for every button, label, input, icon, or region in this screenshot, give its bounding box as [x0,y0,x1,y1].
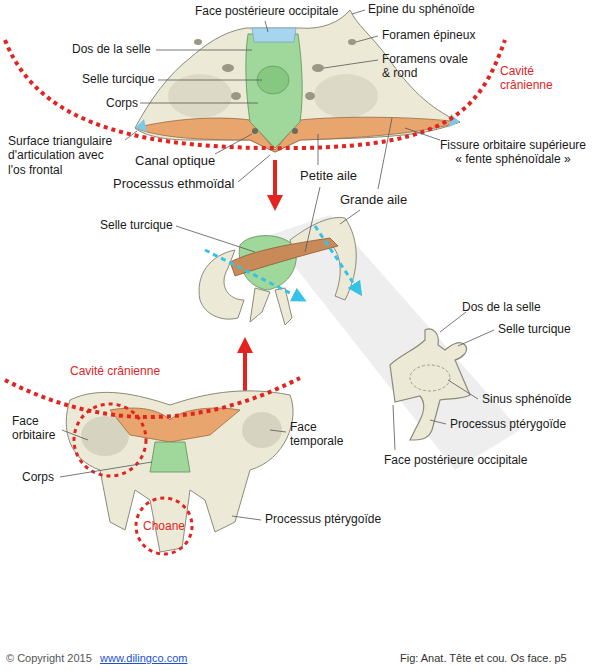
cranial-cavity-boundary [5,378,300,417]
leader-line [176,226,255,252]
foramen [194,39,202,45]
foramen [348,39,356,45]
part-label: Selle turcique [82,72,155,86]
leader-line [378,118,392,189]
view-arrow [243,345,247,392]
website-link: www.dilingco.com [100,652,187,665]
sphenoid-sinus [410,365,450,391]
part-label: Face postérieure occipitale [195,4,338,18]
part-label: Surface triangulaire d'articulation avec… [8,134,123,177]
orbit-highlight [74,404,146,476]
region-label: Cavité crânienne [500,64,562,93]
leader-line [60,462,152,477]
foramen [305,92,315,100]
sphenoid-body [246,34,302,148]
leader-line [158,80,262,81]
part-label: Selle turcique [100,218,173,232]
part-label: Selle turcique [498,322,571,336]
posterior-face [252,28,296,42]
part-label: Foramens ovale & rond [382,52,474,81]
leader-line [215,134,252,154]
pterygoid-process [250,288,270,322]
optic-canal [292,128,298,134]
node-text: Choane [143,519,185,533]
copyright-note: © Copyright 2015 [6,652,92,665]
pterygoid-process [275,288,292,325]
leader-line [352,10,365,14]
part-label: Face temporale [290,420,352,449]
part-label: Face postérieure occipitale [384,453,527,467]
leader-line [430,420,446,424]
leader-line [458,330,494,346]
superior-view [5,10,505,152]
leader-line [440,312,466,332]
optic-canal [252,128,258,134]
leader-line [318,134,319,165]
leader-line [305,187,320,252]
leader-lines [60,10,494,520]
leader-line [125,131,137,140]
leader-line [393,405,395,450]
choane-circle: Choane [133,495,195,557]
leader-line [448,380,478,399]
temporal-face [242,412,282,448]
cranial-cavity-boundary [5,40,505,148]
leader-line [156,50,252,51]
part-label: Foramen épineux [382,28,475,42]
part-label: Fissure orbitaire supérieure « fente sph… [436,138,590,167]
part-label: Face orbitaire [12,414,67,443]
leader-line [265,21,268,32]
leader-line [270,430,286,432]
leader-line [140,103,258,104]
bone-shading [168,74,232,118]
bone-outline [66,391,293,552]
part-label: Petite aile [300,168,357,184]
part-label: Grande aile [340,192,407,208]
part-label: Canal optique [135,153,215,169]
leader-line [62,430,88,440]
part-label: Corps [22,470,54,484]
greater-wing [290,217,356,300]
foramen [312,64,324,72]
oblique-view [199,215,520,470]
part-label: Sinus sphénoïde [482,392,571,406]
part-label: Processus ptérygoïde [265,512,381,526]
leader-line [405,128,440,140]
bone-shading [314,74,378,118]
articular-surface [135,119,147,132]
axis-arrow [205,250,300,298]
region-label: Cavité crânienne [70,364,160,378]
foramen [222,64,234,72]
choane-outline [136,498,192,554]
sphenoid-body [150,442,190,472]
anterior-view [5,378,300,552]
lesser-wing [110,408,240,442]
leader-line [324,60,378,68]
part-label: Processus ethmoïdal [113,176,234,192]
leader-line [232,516,261,520]
axis-arrow [315,226,358,290]
foramen [231,92,241,100]
part-label: Dos de la selle [462,300,541,314]
leader-line [356,36,378,42]
part-label: Dos de la selle [72,42,151,56]
figure-caption: Fig: Anat. Tête et cou. Os face. p5 [400,652,567,665]
leader-line [238,155,270,182]
view-arrow [273,160,277,203]
part-label: Processus ptérygoïde [450,417,566,431]
leader-line [340,210,360,224]
part-label: Corps [106,96,138,110]
part-label: Epine du sphénoïde [368,2,475,16]
